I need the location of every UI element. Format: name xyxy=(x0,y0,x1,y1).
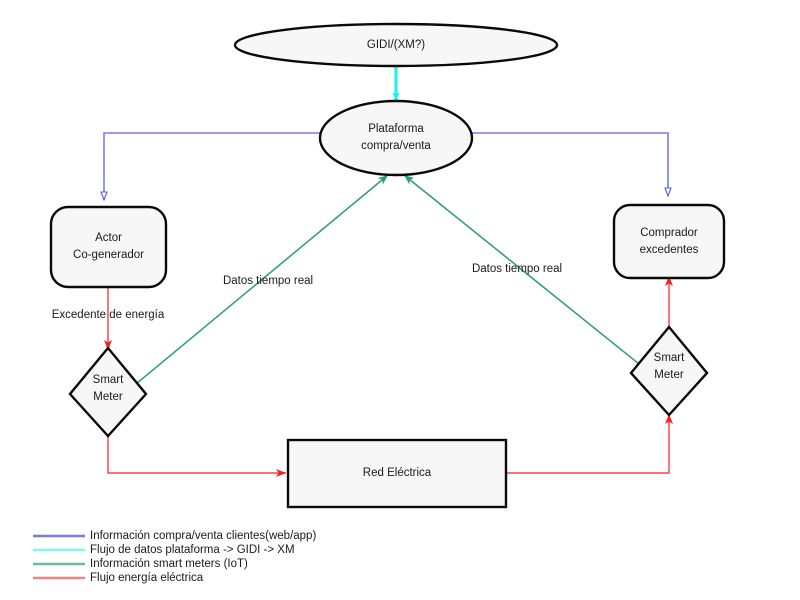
node-actor-label-line1: Actor xyxy=(95,232,122,244)
node-plataforma-label-line2: compra/venta xyxy=(361,140,431,152)
node-gidi-label: GIDI/(XM?) xyxy=(367,39,425,51)
node-smart-meter-left-label-line1: Smart xyxy=(93,374,124,386)
legend: Información compra/venta clientes(web/ap… xyxy=(33,530,316,584)
node-actor-label-line2: Co-generador xyxy=(73,249,144,261)
node-smart-meter-right-label-line1: Smart xyxy=(654,352,685,364)
node-red-electrica[interactable]: Red Eléctrica xyxy=(286,438,508,509)
node-gidi[interactable]: GIDI/(XM?) xyxy=(233,22,559,68)
node-plataforma[interactable]: Plataforma compra/venta xyxy=(318,99,474,177)
legend-label-0: Información compra/venta clientes(web/ap… xyxy=(90,530,316,542)
legend-item-1: Flujo de datos plataforma -> GIDI -> XM xyxy=(33,544,295,556)
node-smart-meter-left-label-line2: Meter xyxy=(93,391,123,403)
legend-item-2: Información smart meters (IoT) xyxy=(33,558,248,570)
node-red-electrica-label: Red Eléctrica xyxy=(363,467,432,479)
node-plataforma-label-line1: Plataforma xyxy=(368,123,424,135)
edge-red-red-electrica-smartmeter-right xyxy=(507,414,673,474)
edge-green-smartmeter-left-platform xyxy=(125,174,389,394)
node-smart-meter-right-label-line2: Meter xyxy=(654,369,684,381)
node-comprador-excedentes[interactable]: Comprador excedentes xyxy=(612,203,726,280)
edge-label-datos-tiempo-real-right: Datos tiempo real xyxy=(472,263,562,275)
edge-green-smartmeter-right-platform xyxy=(403,174,650,374)
legend-label-1: Flujo de datos plataforma -> GIDI -> XM xyxy=(90,544,295,556)
edge-blue-platform-comprador xyxy=(473,133,668,196)
legend-label-3: Flujo energía eléctrica xyxy=(90,572,204,584)
edge-label-excedente-de-energia: Excedente de energía xyxy=(52,309,165,321)
edge-label-datos-tiempo-real-left: Datos tiempo real xyxy=(223,275,313,287)
node-smart-meter-left[interactable]: Smart Meter xyxy=(68,346,148,438)
legend-item-3: Flujo energía eléctrica xyxy=(33,572,204,584)
edge-red-smartmeter-left-red-electrica xyxy=(107,435,286,477)
node-comprador-label-line2: excedentes xyxy=(640,244,699,256)
legend-label-2: Información smart meters (IoT) xyxy=(90,558,248,570)
node-smart-meter-right[interactable]: Smart Meter xyxy=(629,325,709,417)
edge-blue-platform-actor xyxy=(104,133,321,200)
node-actor-cogenerador[interactable]: Actor Co-generador xyxy=(49,205,168,289)
legend-item-0: Información compra/venta clientes(web/ap… xyxy=(33,530,316,542)
node-comprador-label-line1: Comprador xyxy=(640,227,698,239)
